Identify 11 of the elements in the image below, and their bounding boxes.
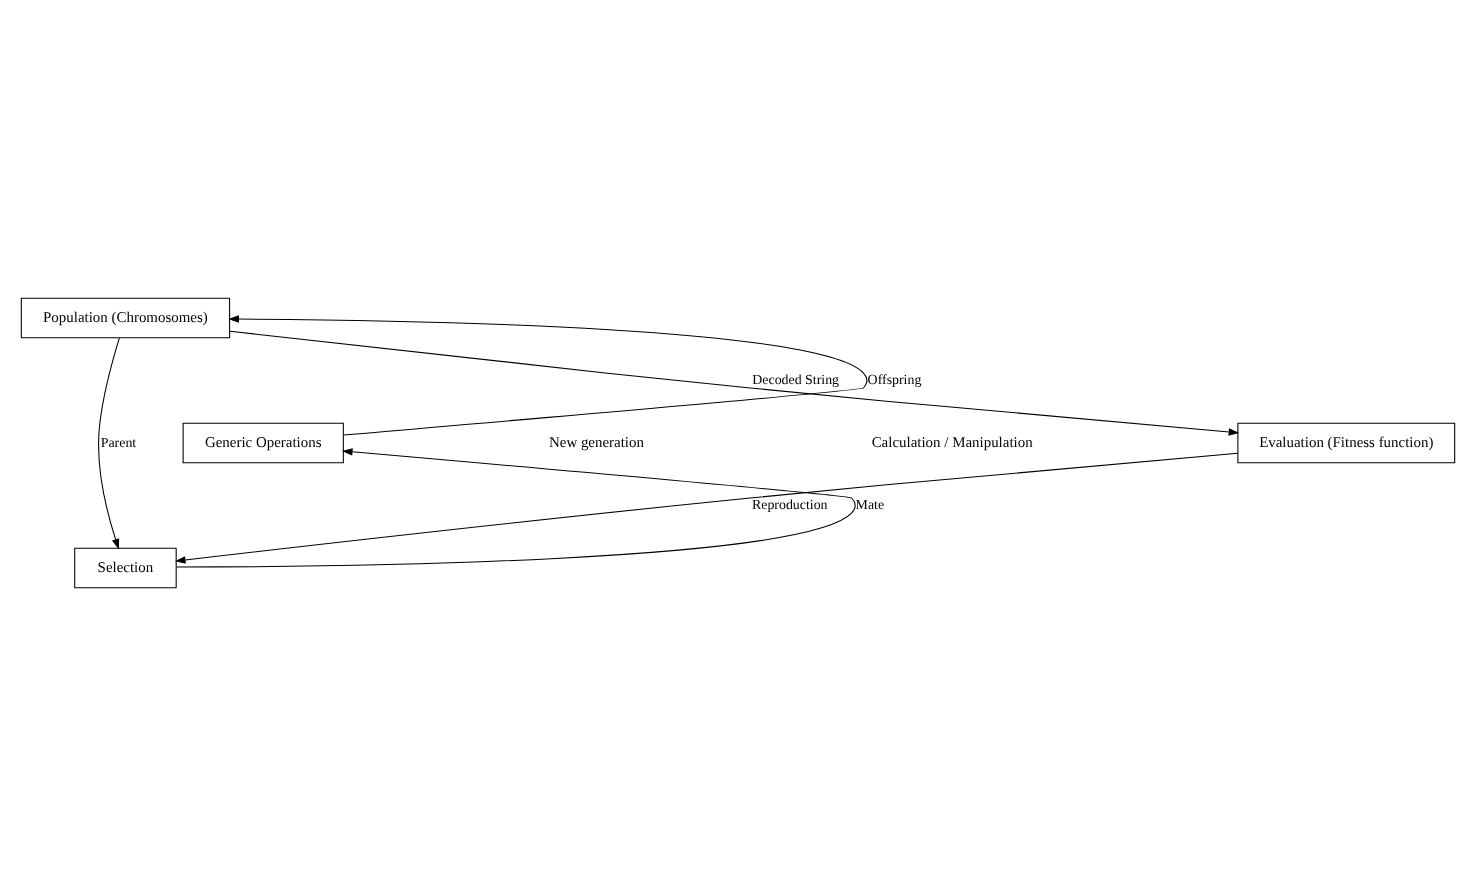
node-box: Evaluation (Fitness function) [1237, 422, 1456, 464]
arrow [98, 337, 120, 550]
node-box: Generic Operations [182, 422, 344, 464]
arrow [174, 452, 1239, 564]
label: New generation [548, 432, 644, 451]
arrow [175, 448, 856, 568]
node-box: Selection [74, 547, 177, 589]
arrow [228, 315, 868, 436]
node-box: Population (Chromosomes) [20, 297, 231, 339]
label: Calculation / Manipulation [871, 432, 1033, 451]
arrow [229, 330, 1240, 436]
